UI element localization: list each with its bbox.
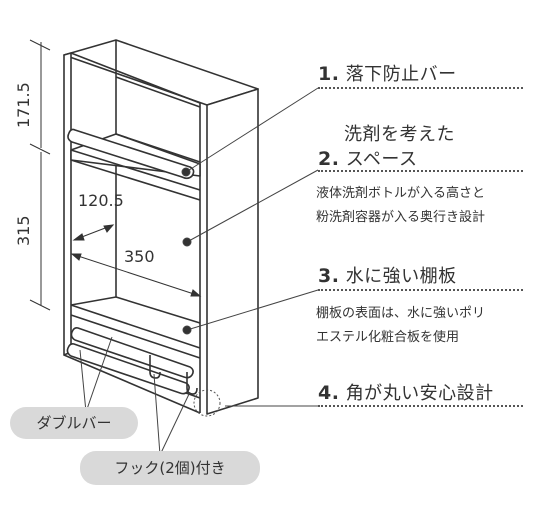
shelf-left-side xyxy=(63,52,72,356)
feature-3-number: 3. xyxy=(318,265,340,287)
dimension-width: 350 xyxy=(124,247,155,266)
feature-1-heading: 1. 落下防止バー xyxy=(318,60,457,86)
double-bar-upper xyxy=(70,327,194,379)
feature-4-title: 角が丸い安心設計 xyxy=(345,383,494,404)
dimension-lower-height: 315 xyxy=(14,215,33,246)
feature-2-desc-line2: 粉洗剤容器が入る奥行き設計 xyxy=(316,210,486,225)
feature-3-title: 水に強い棚板 xyxy=(345,266,457,287)
feature-1-underline xyxy=(318,87,523,89)
shelf-right-side xyxy=(206,88,259,415)
dimension-top-height: 171.5 xyxy=(14,82,33,128)
upper-safety-bar xyxy=(67,128,195,180)
feature-3-heading: 3. 水に強い棚板 xyxy=(318,262,457,288)
feature-2-desc-line1: 液体洗剤ボトルが入る高さと xyxy=(316,186,486,201)
feature-2-heading: 2. スペース xyxy=(318,145,418,171)
feature-3-desc-line1: 棚板の表面は、水に強いポリ xyxy=(316,306,486,321)
double-bar-label: ダブルバー xyxy=(10,407,138,439)
feature-2-underline xyxy=(318,170,523,172)
feature-2-title-line1: 洗剤を考えた xyxy=(344,124,455,145)
double-bar-lower xyxy=(66,343,190,395)
hooks-label: フック(2個)付き xyxy=(80,451,260,485)
shelf-top-panel xyxy=(63,39,259,106)
hook-2 xyxy=(186,372,198,395)
feature-4-number: 4. xyxy=(318,382,340,404)
feature-1-title: 落下防止バー xyxy=(345,64,457,85)
feature-1-number: 1. xyxy=(318,63,340,85)
feature-4-underline xyxy=(318,405,523,407)
feature-4-heading: 4. 角が丸い安心設計 xyxy=(318,379,494,405)
hook-1 xyxy=(149,355,161,379)
feature-2-title-line2: スペース xyxy=(345,149,418,170)
feature-2-number: 2. xyxy=(318,148,340,170)
feature-3-desc-line2: エステル化粧合板を使用 xyxy=(316,330,460,345)
dimension-depth: 120.5 xyxy=(78,191,124,210)
feature-3-underline xyxy=(318,289,523,291)
